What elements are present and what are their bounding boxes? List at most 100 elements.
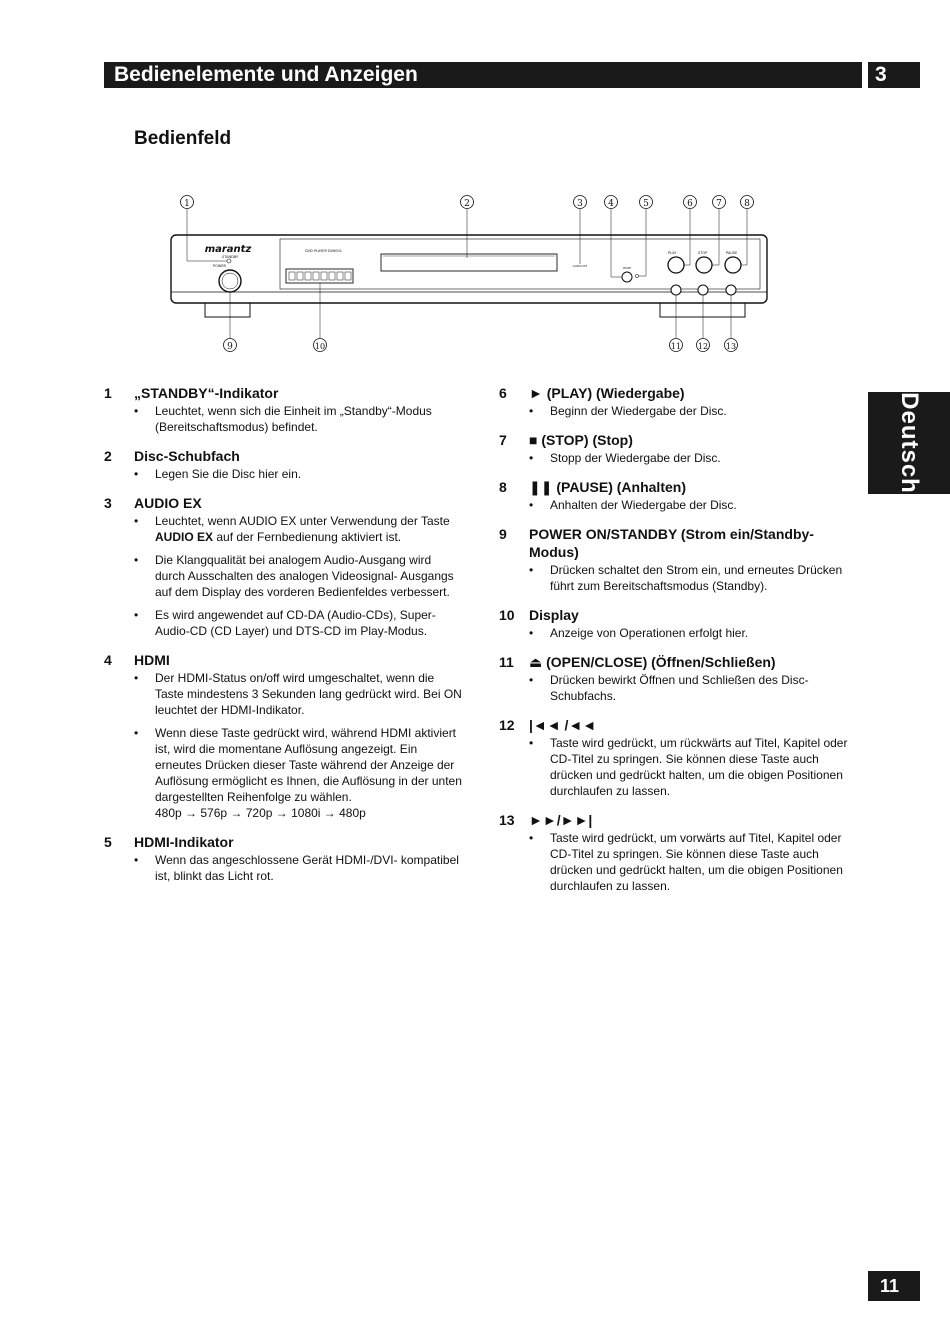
item-bullet: Leuchtet, wenn AUDIO EX unter Verwendung… [134,513,464,545]
item-title: HDMI-Indikator [134,834,234,850]
chapter-title: Bedienelemente und Anzeigen [114,63,418,86]
svg-text:4: 4 [608,199,614,209]
hdmi-button [621,271,633,283]
item-bullet: Legen Sie die Disc hier ein. [134,466,464,482]
svg-text:PAUSE: PAUSE [726,251,737,255]
play-button [667,256,685,274]
item-title: ► (PLAY) (Wiedergabe) [529,385,685,401]
item-display: 10 Display Anzeige von Operationen erfol… [499,606,859,641]
item-bullet: Beginn der Wiedergabe der Disc. [529,403,859,419]
item-bullet: Taste wird gedrückt, um rückwärts auf Ti… [529,735,859,799]
svg-text:6: 6 [687,199,693,209]
item-title: „STANDBY“-Indikator [134,385,279,401]
callout-12: 12 [696,338,710,352]
item-title: HDMI [134,652,170,668]
item-title: Display [529,607,579,623]
front-panel-diagram: 1 2 3 4 5 6 7 8 9 10 11 12 13 marantz DV… [170,195,768,352]
svg-text:13: 13 [726,342,736,351]
item-power: 9 POWER ON/STANDBY (Strom ein/Standby-Mo… [499,525,859,594]
svg-text:2: 2 [464,199,470,209]
item-bullet: Der HDMI-Status on/off wird umgeschaltet… [134,670,464,718]
svg-text:8: 8 [744,199,750,209]
item-title: POWER ON/STANDBY (Strom ein/Standby-Modu… [529,526,814,560]
item-title: ■ (STOP) (Stop) [529,432,633,448]
item-bullet: Wenn das angeschlossene Gerät HDMI-/DVI-… [134,852,464,884]
callout-10: 10 [313,338,327,352]
item-title: ❚❚ (PAUSE) (Anhalten) [529,479,686,495]
item-bullet: Leuchtet, wenn sich die Einheit im „Stan… [134,403,464,435]
pause-icon: ❚❚ [529,479,553,495]
disc-tray [380,253,558,272]
svg-text:STANDBY: STANDBY [222,255,239,259]
item-pause: 8 ❚❚ (PAUSE) (Anhalten) Anhalten der Wie… [499,478,859,513]
power-button [218,269,242,293]
pause-button [724,256,742,274]
item-hdmi: 4 HDMI Der HDMI-Status on/off wird umges… [104,651,464,821]
svg-text:11: 11 [671,342,681,351]
svg-text:12: 12 [698,342,708,351]
item-bullet: Drücken schaltet den Strom ein, und erne… [529,562,859,594]
svg-text:POWER: POWER [213,264,227,268]
item-title: ⏏ (OPEN/CLOSE) (Öffnen/Schließen) [529,654,776,670]
callout-8: 8 [740,195,754,209]
stop-icon: ■ [529,432,538,448]
chapter-number: 3 [875,63,887,86]
stop-button [695,256,713,274]
chapter-number-box: 3 [868,62,920,88]
svg-text:STOP: STOP [698,251,707,255]
model-label: DVD PLAYER DV6001 [305,249,342,253]
language-tab: Deutsch [868,392,950,494]
play-icon: ► [529,385,543,401]
callout-2: 2 [460,195,474,209]
svg-text:10: 10 [315,342,325,351]
svg-text:9: 9 [227,342,233,352]
item-bullet: Anhalten der Wiedergabe der Disc. [529,497,859,513]
callout-11: 11 [669,338,683,352]
item-open-close: 11 ⏏ (OPEN/CLOSE) (Öffnen/Schließen) Drü… [499,653,859,704]
skip-forward-icon: ►►/►►| [529,812,593,828]
skip-back-button [697,284,709,296]
callout-7: 7 [712,195,726,209]
hdmi-indicator [635,274,639,278]
callout-1: 1 [180,195,194,209]
section-title: Bedienfeld [134,128,232,149]
front-display [285,268,354,284]
item-skip-forward: 13 ►►/►►| Taste wird gedrückt, um vorwär… [499,811,859,894]
item-bullet: Es wird angewendet auf CD-DA (Audio-CDs)… [134,607,464,639]
svg-text:1: 1 [184,199,190,209]
svg-text:PLAY: PLAY [668,251,677,255]
items-left-column: 1 „STANDBY“-Indikator Leuchtet, wenn sic… [104,384,464,896]
skip-forward-button [725,284,737,296]
item-disc-tray: 2 Disc-Schubfach Legen Sie die Disc hier… [104,447,464,482]
items-right-column: 6 ► (PLAY) (Wiedergabe) Beginn der Wiede… [499,384,859,906]
callout-3: 3 [573,195,587,209]
chapter-header: Bedienelemente und Anzeigen [104,62,862,88]
resolution-sequence: 480p → 576p → 720p → 1080i → 480p [155,806,366,820]
svg-text:AUDIO EX: AUDIO EX [573,264,588,268]
callout-9: 9 [223,338,237,352]
callout-4: 4 [604,195,618,209]
item-stop: 7 ■ (STOP) (Stop) Stopp der Wiedergabe d… [499,431,859,466]
callout-13: 13 [724,338,738,352]
item-title: AUDIO EX [134,495,202,511]
item-bullet: Taste wird gedrückt, um vorwärts auf Tit… [529,830,859,894]
item-skip-back: 12 |◄◄ /◄◄ Taste wird gedrückt, um rückw… [499,716,859,799]
item-audio-ex: 3 AUDIO EX Leuchtet, wenn AUDIO EX unter… [104,494,464,639]
brand-logo: marantz [205,244,252,255]
item-bullet: Drücken bewirkt Öffnen und Schließen des… [529,672,859,704]
svg-text:3: 3 [577,199,583,209]
skip-back-icon: |◄◄ /◄◄ [529,717,597,733]
page-number: 11 [880,1276,900,1296]
open-close-button [670,284,682,296]
item-standby-indicator: 1 „STANDBY“-Indikator Leuchtet, wenn sic… [104,384,464,435]
svg-text:HDMI: HDMI [623,266,631,270]
item-bullet: Anzeige von Operationen erfolgt hier. [529,625,859,641]
item-hdmi-indicator: 5 HDMI-Indikator Wenn das angeschlossene… [104,833,464,884]
item-bullet: Die Klangqualität bei analogem Audio-Aus… [134,552,464,600]
svg-text:7: 7 [716,199,722,209]
eject-icon: ⏏ [529,654,543,670]
item-play: 6 ► (PLAY) (Wiedergabe) Beginn der Wiede… [499,384,859,419]
svg-text:5: 5 [643,199,649,209]
callout-5: 5 [639,195,653,209]
item-title: Disc-Schubfach [134,448,240,464]
